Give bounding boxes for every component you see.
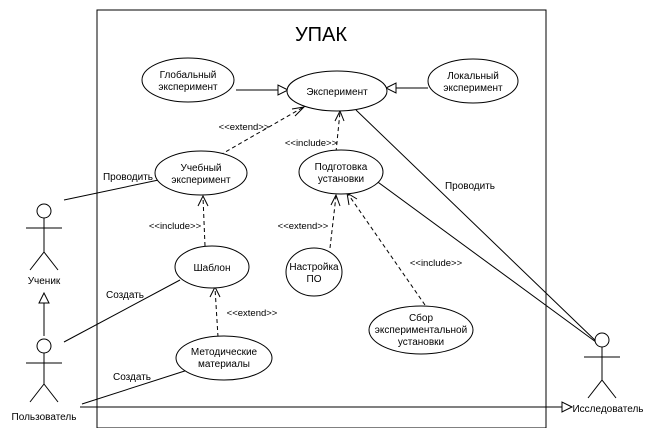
include-template-label: <<include>>: [149, 221, 202, 232]
extend-training-arrowhead: [291, 106, 306, 117]
use-case-prep-line-1: Подготовка: [315, 162, 368, 173]
use-case-global-experiment: Глобальный эксперимент: [141, 57, 235, 103]
generalization-user-researcher-arrowhead: [561, 401, 574, 413]
use-case-training-experiment: Учебный эксперимент: [154, 150, 248, 196]
assoc-researcher-experiment-label: Проводить: [445, 181, 495, 192]
actor-researcher-label: Исследователь: [572, 404, 643, 415]
assoc-user-template-label: Создать: [106, 290, 144, 301]
use-case-assembly-line-2: экспериментальной: [375, 325, 467, 336]
use-case-global-line-1: Глобальный: [160, 69, 217, 81]
extend-materials-label: <<extend>>: [227, 308, 278, 319]
use-case-template: Шаблон: [174, 245, 250, 289]
use-case-materials-line-2: материалы: [198, 359, 250, 370]
extend-software-line: [329, 195, 337, 249]
assoc-researcher-experiment: [355, 109, 601, 346]
include-assembly-line: [347, 193, 426, 306]
assoc-student-training: [63, 177, 169, 201]
use-case-setup-assembly: Сбор экспериментальной установки: [368, 305, 474, 355]
use-case-methodical-materials: Методические материалы: [175, 335, 273, 381]
use-case-experiment: Эксперимент: [286, 70, 388, 112]
actor-user: Пользователь: [12, 338, 77, 423]
actor-user-head: [36, 338, 52, 354]
use-case-training-line-2: эксперимент: [171, 175, 231, 186]
include-template-line: [202, 196, 206, 247]
use-case-local-line-2: эксперимент: [443, 83, 503, 94]
system-title: УПАК: [295, 24, 347, 46]
actor-researcher-head: [594, 332, 610, 348]
use-case-template-label: Шаблон: [193, 262, 230, 274]
use-case-software-line-1: Настройка: [289, 262, 339, 273]
generalization-global-arrowhead: [277, 84, 290, 96]
use-case-global-line-2: эксперимент: [158, 82, 218, 93]
extend-materials-line: [214, 287, 219, 338]
actor-student-label: Ученик: [28, 276, 61, 287]
use-case-software-setup: Настройка ПО: [285, 247, 343, 297]
assoc-user-materials: [81, 367, 195, 405]
assoc-user-template: [63, 279, 181, 343]
use-case-software-line-2: ПО: [307, 274, 322, 285]
use-case-local-experiment: Локальный эксперимент: [427, 58, 519, 104]
use-case-local-line-1: Локальный: [447, 71, 499, 82]
use-case-training-line-1: Учебный: [180, 162, 221, 174]
generalization-local-arrowhead: [384, 82, 397, 94]
assoc-researcher-prep: [374, 179, 601, 346]
actor-student-head: [36, 203, 52, 219]
extend-training-label: <<extend>>: [219, 122, 270, 133]
actor-researcher: Исследователь: [572, 332, 644, 415]
include-template-arrowhead: [197, 194, 209, 207]
use-case-prep-line-2: установки: [318, 174, 364, 185]
assoc-student-training-label: Проводить: [103, 172, 153, 183]
assoc-user-materials-label: Создать: [113, 372, 151, 383]
use-case-assembly-line-1: Сбор: [409, 312, 434, 324]
use-case-setup-preparation: Подготовка установки: [298, 149, 384, 195]
actor-student: Ученик: [26, 203, 62, 287]
use-case-materials-line-1: Методические: [191, 347, 258, 358]
system-boundary: [96, 9, 547, 428]
extend-software-arrowhead: [330, 193, 341, 207]
generalization-user-student-arrowhead: [38, 291, 50, 304]
include-prep-label: <<include>>: [285, 138, 338, 149]
use-case-assembly-line-3: установки: [398, 337, 444, 348]
extend-training-line: [219, 107, 303, 156]
actor-user-label: Пользователь: [12, 412, 77, 423]
use-case-experiment-label: Эксперимент: [306, 87, 368, 98]
include-assembly-label: <<include>>: [410, 258, 463, 269]
extend-software-label: <<extend>>: [278, 221, 329, 232]
